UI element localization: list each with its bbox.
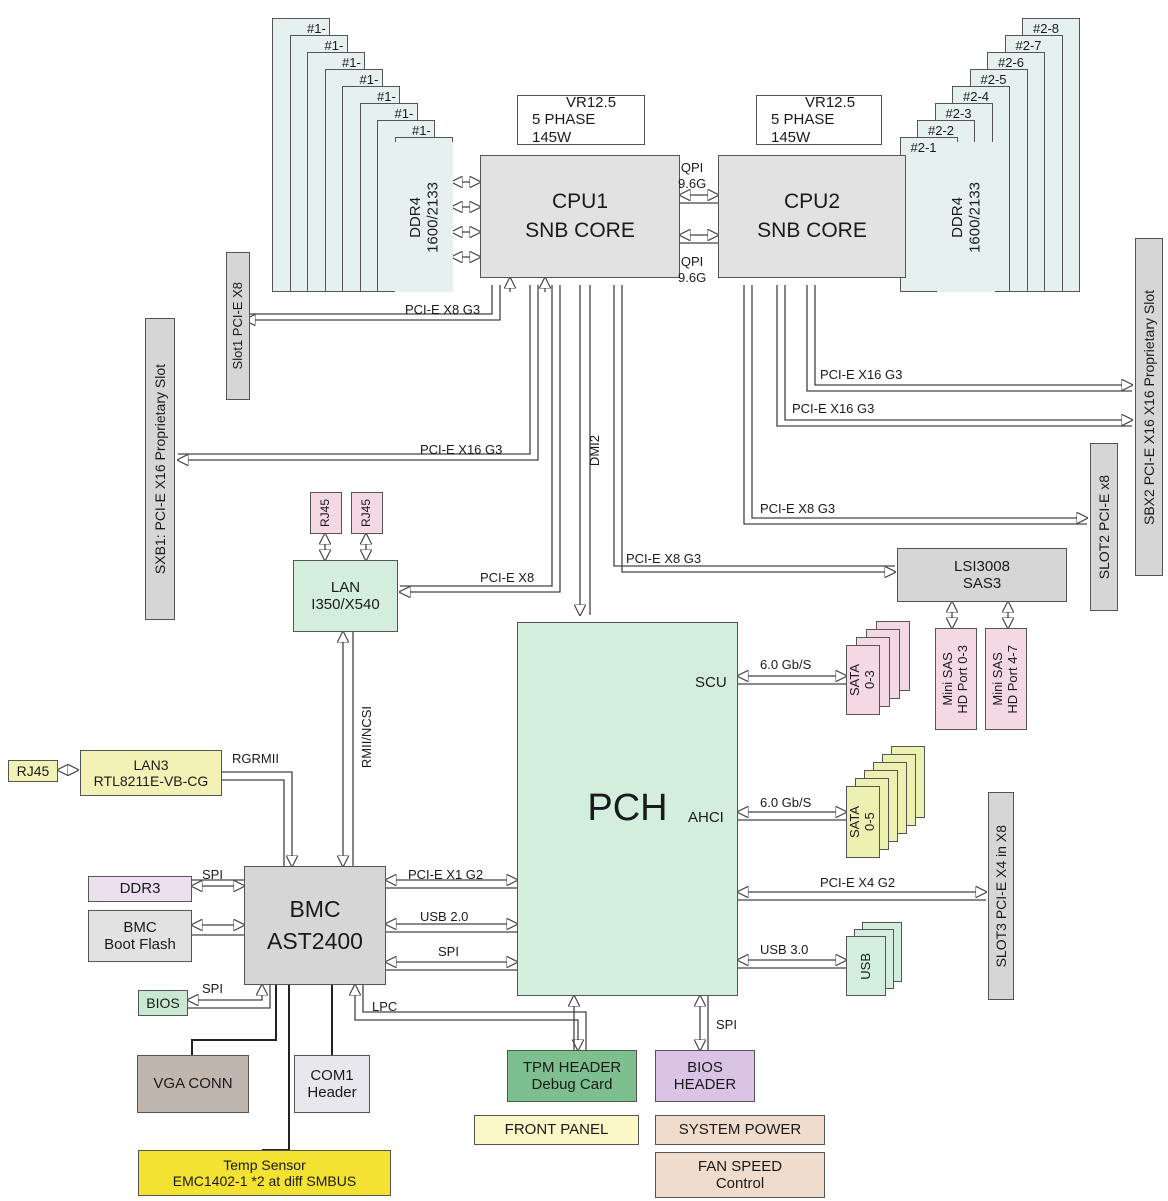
label-spi-ddr3: SPI — [202, 867, 223, 882]
rj45-1: RJ45 — [310, 492, 342, 534]
label-pcie-x8-lan: PCI-E X8 — [480, 570, 535, 585]
label-spi-bmc-pch: SPI — [438, 944, 459, 959]
link-cpu2-sbx2-b — [784, 285, 1132, 420]
link-cpu2-slot2 — [751, 285, 1087, 518]
label-rmii-ncsi: RMII/NCSI — [359, 706, 374, 769]
label-pcie-x8-g3-lsi: PCI-E X8 G3 — [626, 551, 702, 566]
link-lpc — [355, 985, 578, 1050]
label-sata-ahci-speed: 6.0 Gb/S — [760, 795, 812, 810]
label-usb2: USB 2.0 — [420, 909, 469, 924]
link-cpu1-slot1 — [245, 285, 501, 320]
dimm-label: #2-5 — [980, 72, 1007, 87]
ddr3: DDR3 — [88, 876, 192, 902]
slot3: SLOT3 PCI-E X4 in X8 — [988, 792, 1014, 1000]
link-vga — [191, 985, 277, 1055]
bios-chip: BIOS — [138, 990, 188, 1016]
stack-label: USB — [857, 952, 873, 980]
pch-ahci-label: AHCI — [688, 809, 724, 826]
rj45-left: RJ45 — [8, 760, 58, 782]
label-lpc: LPC — [372, 999, 398, 1014]
slot2: SLOT2 PCI-E x8 — [1090, 443, 1118, 611]
dimm-label: #2-1 — [910, 140, 937, 155]
pch: PCH — [517, 622, 738, 996]
label-sata-scu-speed: 6.0 Gb/S — [760, 657, 812, 672]
label-pcie-x4-g2: PCI-E X4 G2 — [820, 875, 896, 890]
link-cpu1-lsi — [621, 285, 895, 572]
label-pcie-x16-g3-sxb1: PCI-E X16 G3 — [420, 442, 503, 457]
dimm-label: #2-4 — [963, 89, 990, 104]
label-spi-bios: SPI — [202, 981, 223, 996]
label-pcie-x16-g3-a: PCI-E X16 G3 — [820, 367, 903, 382]
sbx2: SBX2 PCI-E X16 X16 Proprietary Slot — [1135, 238, 1163, 576]
vga-connector: VGA CONN — [137, 1055, 249, 1113]
slot1: Slot1 PCI-E X8 — [226, 252, 250, 400]
rj45-2: RJ45 — [351, 492, 383, 534]
link-cpu2-sbx2-a — [814, 285, 1132, 385]
sxb1: SXB1: PCI-E X16 Proprietary Slot — [145, 318, 175, 620]
link-spi-bios — [188, 985, 262, 1000]
label-spi-bios-header: SPI — [716, 1017, 737, 1032]
label-pcie-x8-g3-slot2: PCI-E X8 G3 — [760, 501, 836, 516]
front-panel: FRONT PANEL — [474, 1115, 639, 1145]
label-pcie-x16-g3-b: PCI-E X16 G3 — [792, 401, 875, 416]
label-dmi2: DMI2 — [587, 435, 602, 467]
dimm-label: #2-2 — [928, 123, 955, 138]
pch-scu-label: SCU — [695, 674, 727, 691]
label-pcie-x8-g3-slot1: PCI-E X8 G3 — [405, 302, 481, 317]
link-cpu1-lan — [400, 285, 561, 592]
dimm-label: #2-3 — [945, 106, 972, 121]
system-power: SYSTEM POWER — [655, 1115, 825, 1145]
dimm-label: #2-7 — [1015, 38, 1042, 53]
dimm-label: #2-8 — [1033, 21, 1060, 36]
label-rgrmii: RGRMII — [232, 751, 279, 766]
link-cpu1-sxb1 — [178, 285, 539, 460]
label-pcie-x1-g2: PCI-E X1 G2 — [408, 867, 484, 882]
dimm-label: #2-6 — [998, 55, 1025, 70]
link-rgrmii — [222, 771, 292, 866]
label-usb3: USB 3.0 — [760, 942, 809, 957]
stack-card: USB — [846, 936, 886, 996]
